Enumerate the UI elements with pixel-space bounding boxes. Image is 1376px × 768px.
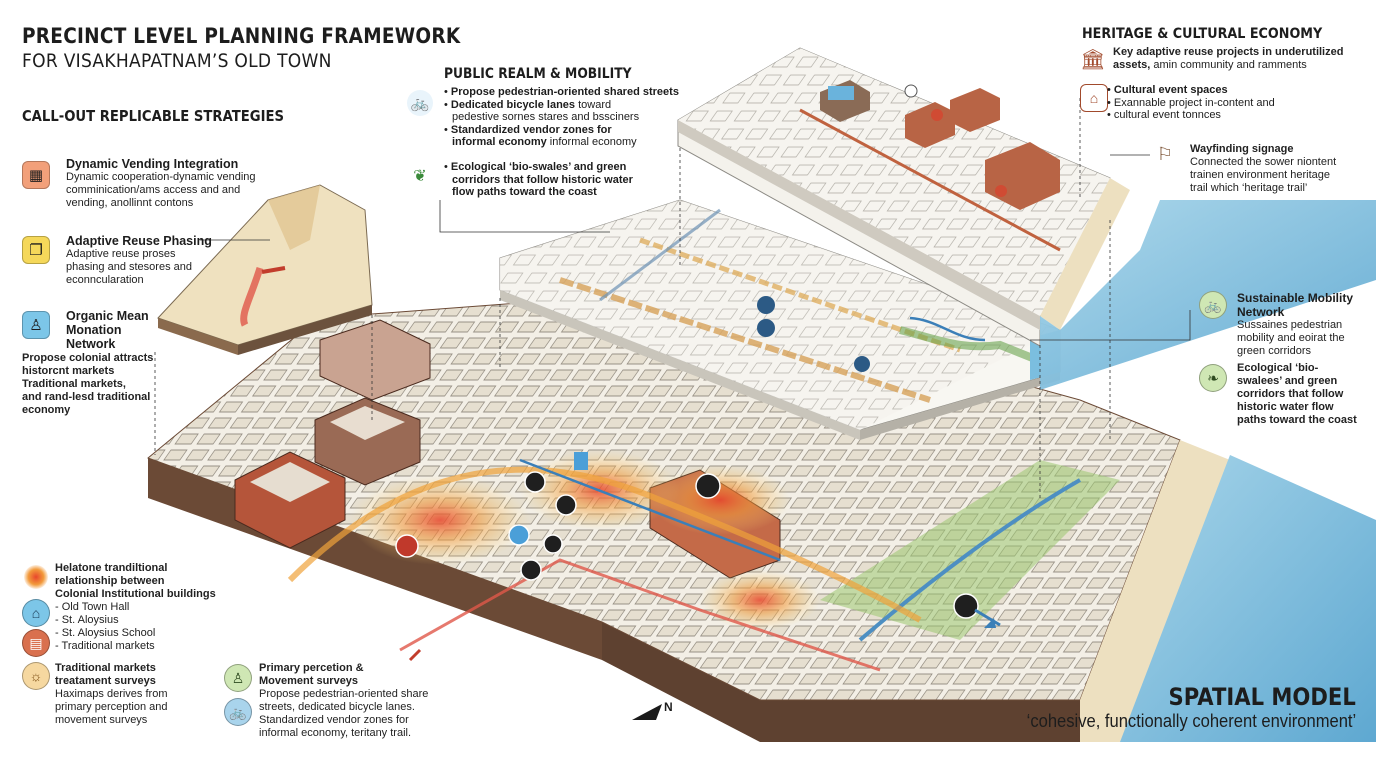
public-realm-heading: PUBLIC REALM & MOBILITY (444, 66, 632, 82)
legend-heat: Helatone trandiltional relationship betw… (55, 562, 216, 652)
coastal-water-channel (858, 478, 1081, 642)
spatial-model-subtitle: ‘cohesive, functionally coherent environ… (1026, 711, 1356, 731)
callout-organic-network: ♙ Organic Mean Monation Network Propose … (22, 309, 154, 416)
layers-icon: ❐ (22, 236, 50, 264)
legend-primary-perception: Primary percetion & Movement surveys Pro… (259, 662, 429, 739)
arch-icon: ⌂ (1080, 84, 1108, 112)
terrain-inset (157, 184, 373, 355)
callouts-heading: CALL-OUT REPLICABLE STRATEGIES (22, 107, 285, 125)
callout-connectors (200, 154, 1191, 341)
poi-markers (395, 452, 1001, 628)
walking-people-icon: ♙ (224, 664, 252, 692)
north-label: N (664, 700, 673, 714)
callout-adaptive-reuse: ❐ Adaptive Reuse Phasing Adaptive reuse … (22, 234, 272, 287)
public-realm-layer (499, 199, 1061, 440)
page-subtitle: FOR VISAKHAPATNAM’S OLD TOWN (22, 50, 332, 72)
sprout-icon: ❦ (407, 163, 433, 189)
town-hall-icon: ⌂ (22, 599, 50, 627)
heritage-layer (677, 47, 1376, 390)
temple-icon: 🏛 (1080, 46, 1106, 72)
leaf-icon: ❧ (1199, 364, 1227, 392)
heat-dot-icon (24, 565, 48, 589)
bicycle-icon: 🚲 (407, 90, 433, 116)
callout-title: Adaptive Reuse Phasing (66, 234, 212, 248)
public-realm-bullets: Propose pedestrian-oriented shared stree… (444, 86, 704, 149)
page-title: PRECINCT LEVEL PLANNING FRAMEWORK (22, 24, 461, 48)
sustainable-mobility: Sustainable Mobility Network Sussaines p… (1237, 291, 1354, 357)
heritage-event-bullets: Cultural event spaces Exannable project … (1107, 84, 1347, 122)
heritage-heading: HERITAGE & CULTURAL ECONOMY (1082, 26, 1323, 42)
callout-title: Dynamic Vending Integration (66, 157, 239, 171)
walking-people-icon: ♙ (22, 311, 50, 339)
lightbulb-icon: ☼ (22, 662, 50, 690)
sea-water (1120, 455, 1376, 742)
ecological-bioswales: Ecological ‘bio- swalees’ and green corr… (1237, 362, 1357, 426)
public-realm-eco-bullet: Ecological ‘bio-swales’ and green corrid… (444, 161, 704, 199)
north-arrow (632, 704, 662, 720)
heritage-wayfinding: Wayfinding signage Connected the sower n… (1190, 143, 1337, 194)
spatial-model-title: SPATIAL MODEL (1168, 683, 1356, 711)
bicycle-icon: 🚲 (1199, 291, 1227, 319)
bicycle-icon: 🚲 (224, 698, 252, 726)
heritage-adaptive-reuse: Key adaptive reuse projects in underutil… (1113, 46, 1344, 71)
heat-zones (287, 450, 922, 672)
callout-dynamic-vending: ▦ Dynamic Vending Integration Dynamic co… (22, 157, 272, 210)
school-icon: ▤ (22, 629, 50, 657)
market-stall-icon: ▦ (22, 161, 50, 189)
signpost-icon: ⚐ (1152, 141, 1178, 167)
legend-surveys: Traditional markets treatament surveys H… (55, 662, 168, 726)
